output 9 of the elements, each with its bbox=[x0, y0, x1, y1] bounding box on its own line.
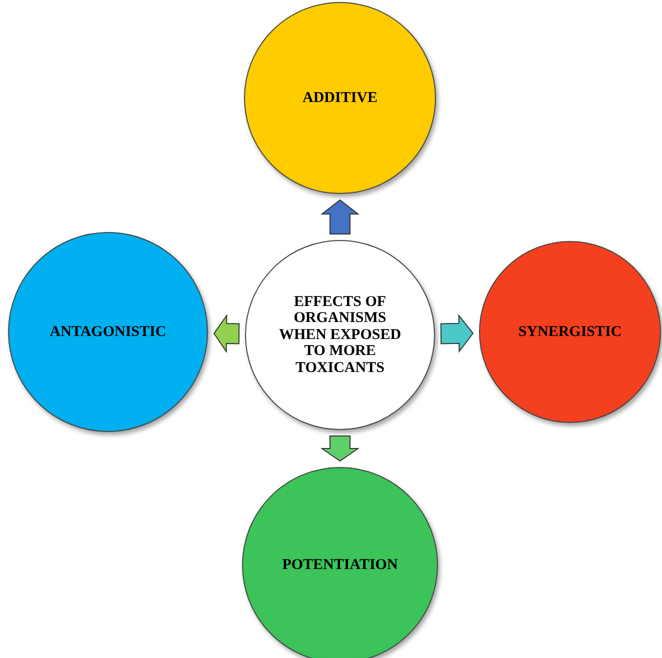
block-arrow bbox=[320, 199, 360, 234]
node-label: ADDITIVE bbox=[302, 90, 378, 106]
block-arrow bbox=[320, 436, 360, 462]
block-arrow bbox=[440, 314, 474, 353]
node-label: EFFECTS OF ORGANISMS WHEN EXPOSED TO MORE TOXICANTS bbox=[278, 294, 402, 376]
node-label: SYNERGISTIC bbox=[518, 324, 622, 340]
node-label: ANTAGONISTIC bbox=[50, 324, 166, 340]
block-arrow bbox=[213, 314, 240, 354]
node-label: POTENTIATION bbox=[282, 556, 398, 574]
